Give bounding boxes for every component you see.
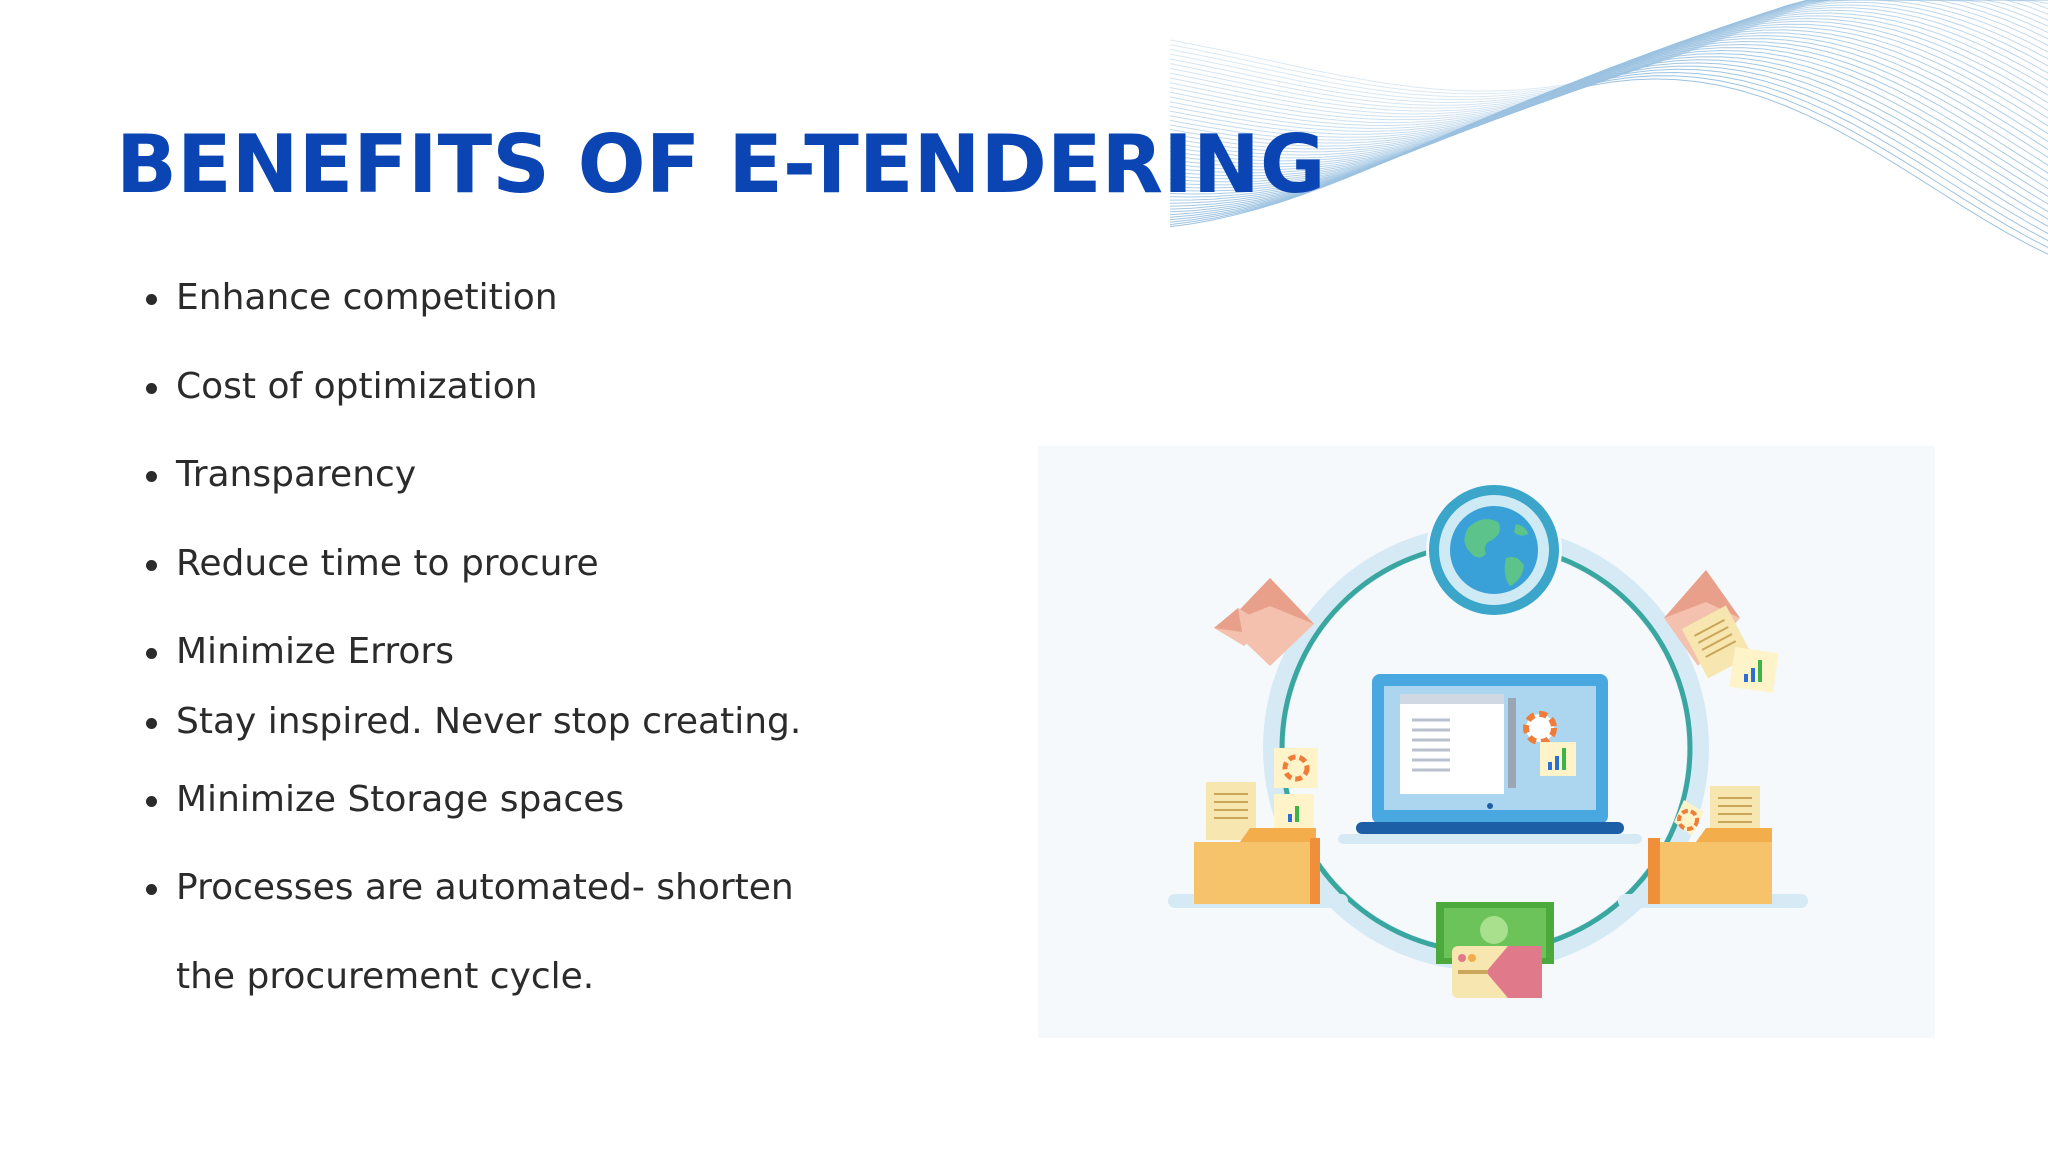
money-icon	[1436, 902, 1554, 998]
slide-title: BENEFITS OF E-TENDERING	[116, 118, 1326, 211]
laptop-icon	[1338, 674, 1642, 844]
folder-icon	[1194, 748, 1320, 904]
bullet-cost-optimization: Cost of optimization	[144, 365, 538, 409]
bullet-reduce-time: Reduce time to procure	[144, 542, 599, 586]
e-tendering-cycle-illustration	[1038, 446, 1935, 1038]
bullet-transparency: Transparency	[144, 453, 416, 497]
envelope-icon	[1214, 578, 1314, 666]
bullet-stay-inspired: Stay inspired. Never stop creating.	[144, 700, 801, 744]
decorative-wave-lines	[1170, 0, 2048, 255]
globe-icon	[1426, 482, 1562, 618]
bullet-enhance-competition: Enhance competition	[144, 276, 558, 320]
chart-icon	[1729, 647, 1779, 693]
bullet-minimize-storage: Minimize Storage spaces	[144, 778, 624, 822]
envelope-icon	[1664, 570, 1740, 666]
bullet-processes-automated: Processes are automated- shorten	[144, 866, 794, 910]
bullet-continuation: the procurement cycle.	[176, 956, 595, 997]
bullet-minimize-errors: Minimize Errors	[144, 630, 454, 674]
folder-icon	[1648, 786, 1772, 904]
